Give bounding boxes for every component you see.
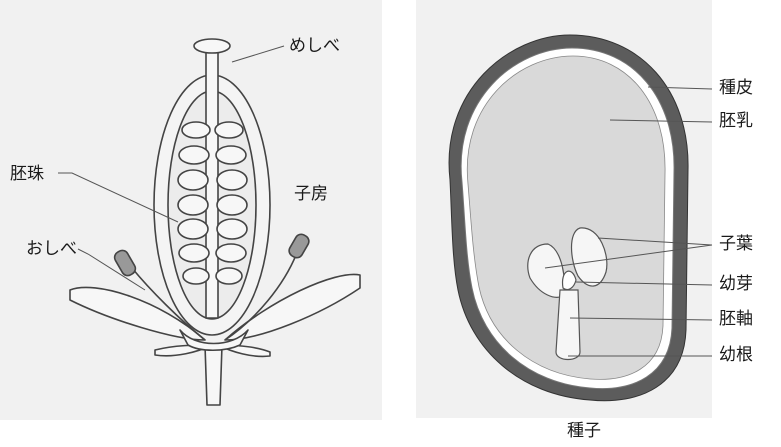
seed-title: 種子 bbox=[567, 421, 601, 441]
stamen-left-filament bbox=[131, 267, 206, 341]
receptacle bbox=[179, 329, 249, 352]
cotyledon-leader-left bbox=[544, 244, 713, 269]
endosperm-label: 胚乳 bbox=[719, 111, 753, 131]
flower-stem bbox=[204, 344, 223, 406]
hypocotyl-leader bbox=[569, 317, 713, 321]
stamen-left-anther bbox=[113, 249, 137, 277]
plumule-label: 幼芽 bbox=[719, 274, 753, 294]
cotyledon-label: 子葉 bbox=[719, 234, 753, 254]
stamen-leader bbox=[77, 248, 146, 291]
flower-illustration bbox=[69, 38, 361, 406]
seed-coat-leader bbox=[647, 86, 713, 90]
pistil-leader bbox=[231, 45, 285, 63]
embryo bbox=[527, 227, 608, 361]
seed-coat-label: 種皮 bbox=[719, 78, 753, 98]
stamen-right-filament bbox=[224, 249, 299, 341]
radicle-label: 幼根 bbox=[719, 345, 753, 365]
seed-leader-lines bbox=[544, 86, 713, 357]
pistil-stigma bbox=[193, 38, 231, 54]
flower-leader-lines bbox=[58, 45, 285, 291]
plumule bbox=[561, 270, 577, 291]
hypocotyl bbox=[555, 289, 581, 361]
cotyledon-left bbox=[527, 243, 565, 298]
stamen-label: おしべ bbox=[26, 239, 77, 259]
seed-illustration bbox=[448, 34, 689, 402]
stamen-right-anther bbox=[288, 233, 310, 259]
ovule-leader bbox=[58, 172, 179, 223]
ovary-label: 子房 bbox=[294, 184, 328, 204]
plumule-leader bbox=[575, 281, 713, 286]
hypocotyl-label: 胚軸 bbox=[719, 309, 753, 329]
ovules bbox=[177, 121, 248, 285]
pistil-label: めしべ bbox=[289, 36, 340, 56]
endosperm bbox=[466, 55, 666, 380]
ovule-label: 胚珠 bbox=[10, 164, 44, 184]
cotyledon-leader-right bbox=[597, 237, 713, 246]
endosperm-leader bbox=[609, 119, 713, 123]
cotyledon-right bbox=[570, 227, 608, 287]
